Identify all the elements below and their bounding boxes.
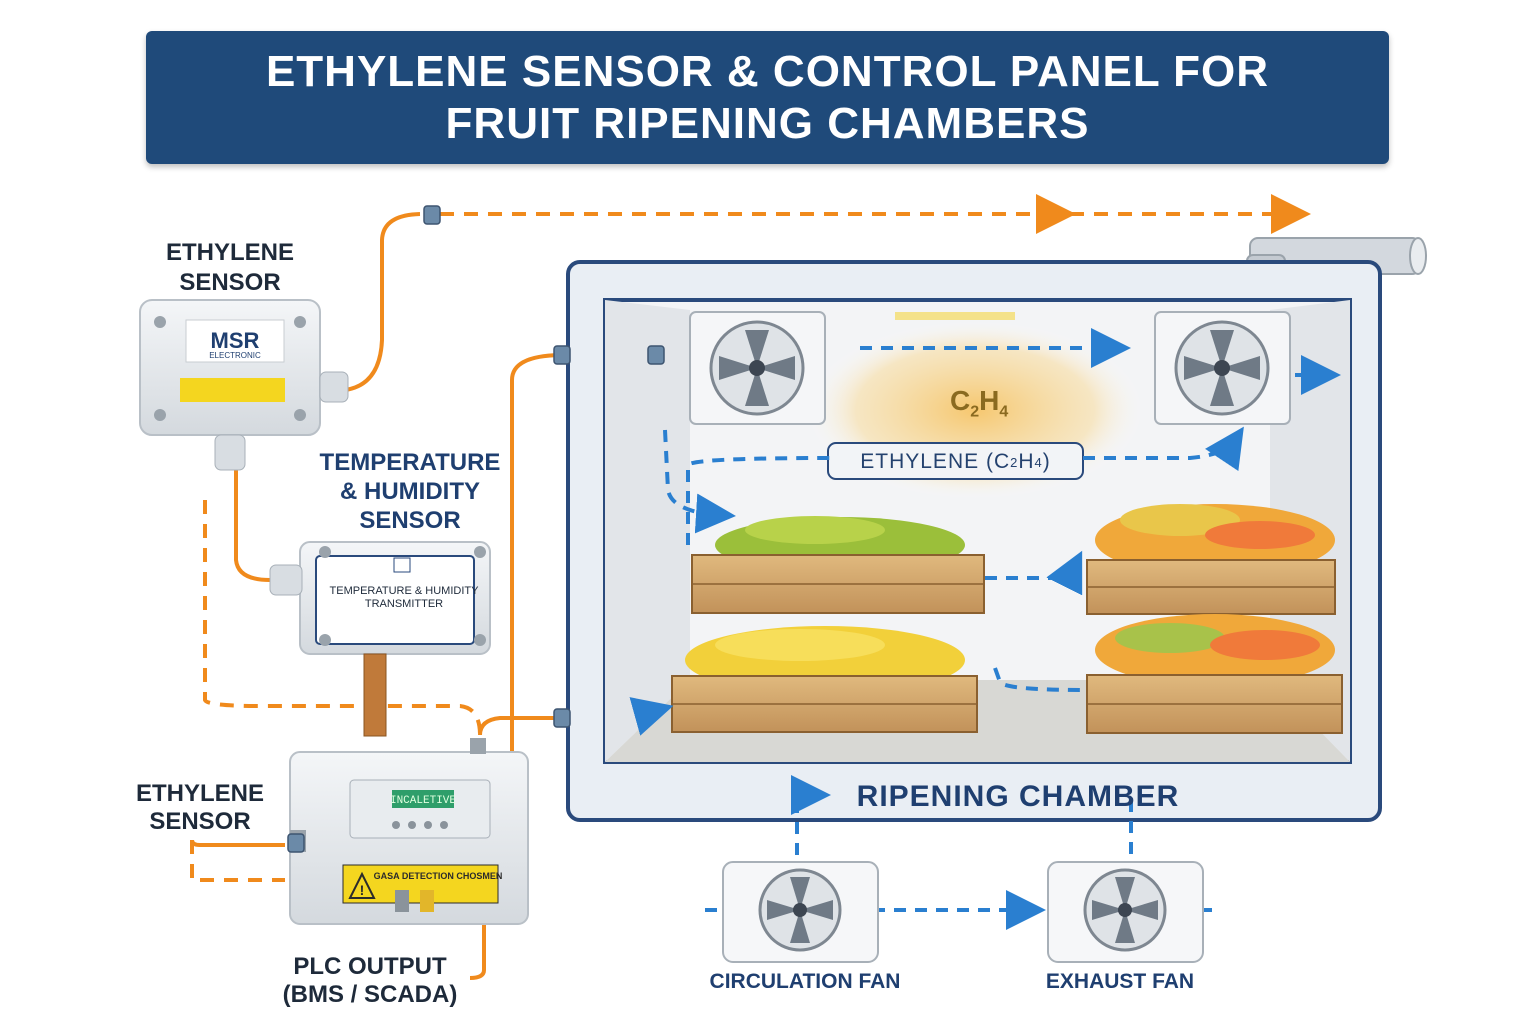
chamber-fan-left bbox=[689, 311, 826, 425]
circulation-fan bbox=[722, 861, 879, 963]
airflow-bottom-left bbox=[629, 697, 674, 736]
label-exhaust-fan: EXHAUST FAN bbox=[1045, 970, 1195, 993]
mango-crates bbox=[1086, 504, 1343, 734]
temperature-humidity-transmitter bbox=[269, 541, 491, 737]
title-line-1: ETHYLENE SENSOR & CONTROL PANEL FOR bbox=[265, 46, 1270, 96]
fan-icon bbox=[719, 330, 795, 406]
ethylene-tag-sub: 2 bbox=[1010, 454, 1019, 470]
airflow-arrows bbox=[629, 328, 1341, 930]
wire-connectors bbox=[287, 205, 665, 853]
dashed-bottom-left bbox=[190, 840, 285, 882]
ethylene-tag-sub2: 4 bbox=[1034, 454, 1043, 470]
control-panel: ! bbox=[289, 738, 529, 925]
airflow-left-loop bbox=[686, 456, 831, 545]
c2h4-sub1: 2 bbox=[970, 403, 980, 421]
svg-text:!: ! bbox=[360, 882, 365, 898]
title-banner: ETHYLENE SENSOR & CONTROL PANEL FOR FRUI… bbox=[146, 31, 1389, 164]
c2h4-formula: C2H4 bbox=[950, 385, 1008, 422]
label-ethylene-sensor-bottom: ETHYLENE SENSOR bbox=[100, 780, 300, 836]
ethylene-tag bbox=[827, 442, 1084, 480]
label-ethylene-sensor-top-2: SENSOR bbox=[179, 269, 281, 296]
exhaust-fan bbox=[1047, 861, 1204, 963]
msr-ethylene-sensor bbox=[139, 299, 349, 471]
ethylene-tag-h: H bbox=[1018, 450, 1035, 473]
chamber-fan-right bbox=[1154, 311, 1291, 425]
ethylene-tag-main: ETHYLENE (C bbox=[860, 450, 1011, 473]
controller-warning-text: GASA DETECTION CHOSMEN bbox=[374, 871, 503, 881]
label-plc-output-1: PLC OUTPUT bbox=[293, 953, 447, 980]
msr-brand-text: MSR bbox=[211, 328, 260, 353]
label-plc-output: PLC OUTPUT (BMS / SCADA) bbox=[255, 953, 485, 1009]
wire-msr-top bbox=[344, 212, 421, 392]
label-ethylene-sensor-top-1: ETHYLENE bbox=[165, 239, 294, 266]
transmitter-label-2: TRANSMITTER bbox=[365, 598, 443, 610]
label-temp-humidity-1: TEMPERATURE bbox=[319, 449, 501, 476]
wire-msr-to-transmitter bbox=[234, 470, 271, 582]
c2h4-c: C bbox=[950, 385, 971, 416]
wire-plc-output bbox=[469, 908, 486, 980]
wire-controller-to-chamber-top bbox=[510, 353, 561, 760]
label-ethylene-sensor-top: ETHYLENE SENSOR bbox=[130, 238, 330, 298]
wire-left-bottom bbox=[190, 839, 285, 847]
transmitter-label-1: TEMPERATURE & HUMIDITY bbox=[330, 585, 480, 597]
dashed-loop-left bbox=[203, 500, 482, 736]
airflow-to-chamber bbox=[791, 775, 831, 855]
fan-icon bbox=[1092, 877, 1158, 943]
fan-icon bbox=[1184, 330, 1260, 406]
label-plc-output-2: (BMS / SCADA) bbox=[282, 981, 458, 1008]
warning-icon: ! bbox=[348, 871, 376, 899]
airflow-right-up bbox=[1083, 426, 1244, 472]
banana-crates bbox=[671, 516, 985, 733]
title-line-2: FRUIT RIPENING CHAMBERS bbox=[445, 98, 1090, 148]
airflow-left-down bbox=[663, 429, 736, 534]
label-temp-humidity-2: & HUMIDITY bbox=[340, 478, 480, 505]
label-ripening-chamber: RIPENING CHAMBER bbox=[856, 780, 1180, 813]
fan-icon bbox=[767, 877, 833, 943]
label-ethylene-sensor-bottom-1: ETHYLENE bbox=[135, 780, 264, 807]
label-ethylene-sensor-bottom-2: SENSOR bbox=[149, 808, 251, 835]
controller-display-text: INCALETIVE bbox=[390, 795, 456, 807]
c2h4-h: H bbox=[979, 385, 1000, 416]
msr-sub-text: ELECTRONIC bbox=[209, 351, 261, 360]
airflow-middle bbox=[985, 550, 1083, 596]
label-circulation-fan: CIRCULATION FAN bbox=[709, 970, 901, 993]
label-temp-humidity-3: SENSOR bbox=[359, 507, 461, 534]
label-temp-humidity: TEMPERATURE & HUMIDITY SENSOR bbox=[300, 448, 520, 535]
wire-controller-to-chamber-bottom bbox=[478, 716, 560, 736]
ethylene-tag-close: ) bbox=[1042, 450, 1051, 473]
c2h4-sub2: 4 bbox=[999, 403, 1009, 421]
